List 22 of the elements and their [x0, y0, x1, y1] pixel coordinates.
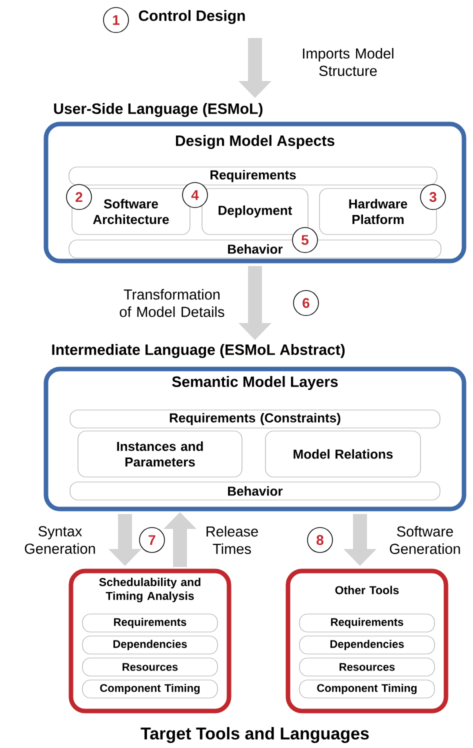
rounded-box: Dependencies [299, 636, 435, 654]
rounded-box: Component Timing [82, 680, 218, 698]
rounded-box: Resources [82, 658, 218, 676]
rounded-box: Requirements (Constraints) [70, 410, 440, 428]
rounded-box: Dependencies [82, 636, 218, 654]
edge-label: Imports Model Structure [303, 48, 394, 76]
section-heading: Target Tools and Languages [140, 727, 369, 743]
edge-label: Transformation of Model Details [120, 288, 224, 318]
heading: Control Design [138, 10, 245, 24]
edge-label: Release Times [206, 526, 258, 554]
rounded-box: Instances and Parameters [78, 430, 242, 478]
rounded-box: Component Timing [299, 680, 435, 698]
rounded-box: Resources [299, 658, 435, 676]
rounded-box: Behavior [70, 482, 440, 500]
node-label: User-Side Language (ESMoL) [54, 102, 262, 118]
rounded-box: Model Relations [265, 430, 421, 478]
rounded-box: Deployment [202, 188, 308, 235]
rounded-box: Requirements [299, 614, 435, 632]
edge-label: Syntax Generation [24, 526, 95, 554]
rounded-box: Requirements [82, 614, 218, 632]
edge-label: Software Generation [390, 526, 460, 554]
node-label: Intermediate Language (ESMoL Abstract) [52, 344, 345, 358]
